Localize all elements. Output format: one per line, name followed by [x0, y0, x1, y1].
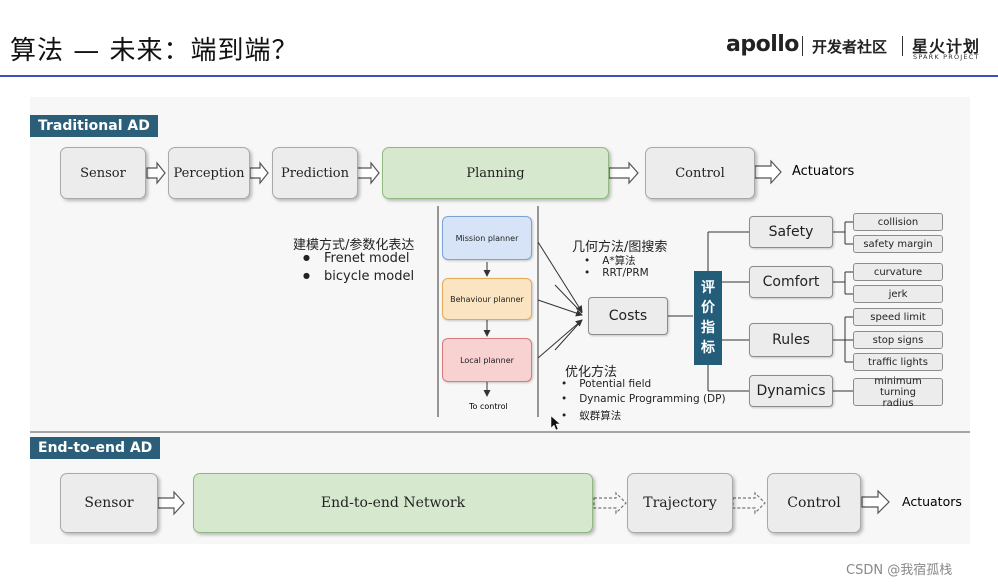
prediction-box: Prediction [272, 147, 358, 199]
e2e-sensor-box: Sensor [60, 473, 158, 533]
control-box: Control [645, 147, 755, 199]
e2e-network-box: End-to-end Network [193, 473, 593, 533]
jerk-box: jerk [853, 285, 943, 303]
header-rule [0, 75, 998, 77]
metric-char: 价 [701, 300, 715, 316]
mission-planner-box: Mission planner [442, 216, 532, 260]
actuators-label: Actuators [792, 164, 855, 179]
modeling-item: Frenet model [303, 251, 410, 266]
optimization-title: 优化方法 [565, 365, 618, 380]
trajectory-box: Trajectory [627, 473, 733, 533]
pipeline-arrows-bottom [157, 489, 890, 516]
developer-community-logo: 开发者社区 [812, 38, 888, 56]
logo-divider [802, 36, 803, 56]
e2e-actuators-label: Actuators [902, 494, 962, 509]
mouse-cursor-icon [550, 415, 561, 431]
evaluation-metrics-box: 评 价 指 标 [694, 271, 722, 365]
traffic-lights-box: traffic lights [853, 353, 943, 371]
pipeline-arrows-top [146, 159, 782, 185]
perception-box: Perception [168, 147, 250, 199]
traditional-ad-tag: Traditional AD [30, 115, 158, 137]
safety-box: Safety [749, 216, 833, 248]
dashed-arrows-bottom [593, 491, 766, 515]
optimization-item: 蚁群算法 [561, 408, 621, 423]
watermark: CSDN @我宿孤栈 [846, 563, 953, 578]
sensor-box: Sensor [60, 147, 146, 199]
rules-box: Rules [749, 323, 833, 357]
planning-box: Planning [382, 147, 609, 199]
costs-box: Costs [588, 297, 668, 335]
stop-signs-box: stop signs [853, 331, 943, 349]
logo-divider [902, 36, 903, 56]
collision-box: collision [853, 213, 943, 231]
local-planner-box: Local planner [442, 338, 532, 382]
curvature-box: curvature [853, 263, 943, 281]
geometric-item: A*算法 [584, 253, 635, 268]
metric-char: 标 [701, 340, 715, 356]
geometric-title: 几何方法/图搜索 [572, 240, 668, 255]
modeling-item: bicycle model [303, 269, 414, 284]
modeling-title: 建模方式/参数化表达 [293, 238, 415, 253]
minimum-turning-radius-box: minimum turning radius [853, 376, 943, 409]
behaviour-planner-box: Behaviour planner [442, 278, 532, 320]
geometric-item: RRT/PRM [584, 267, 648, 279]
apollo-logo: apollo [726, 32, 799, 57]
to-control-label: To control [469, 402, 508, 411]
safety-margin-box: safety margin [853, 235, 943, 253]
e2e-control-box: Control [767, 473, 861, 533]
dynamics-box: Dynamics [749, 375, 833, 407]
optimization-item: Dynamic Programming (DP) [561, 393, 725, 405]
comfort-box: Comfort [749, 266, 833, 298]
spark-logo-cn: 星火计划 [912, 37, 981, 56]
metric-char: 评 [701, 280, 715, 296]
spark-logo-en: SPARK PROJECT [913, 53, 980, 61]
speed-limit-box: speed limit [853, 308, 943, 326]
page-title: 算法 — 未来：端到端？ [10, 36, 299, 66]
metric-char: 指 [701, 320, 715, 336]
end-to-end-ad-tag: End-to-end AD [30, 437, 161, 459]
optimization-item: Potential field [561, 378, 651, 390]
